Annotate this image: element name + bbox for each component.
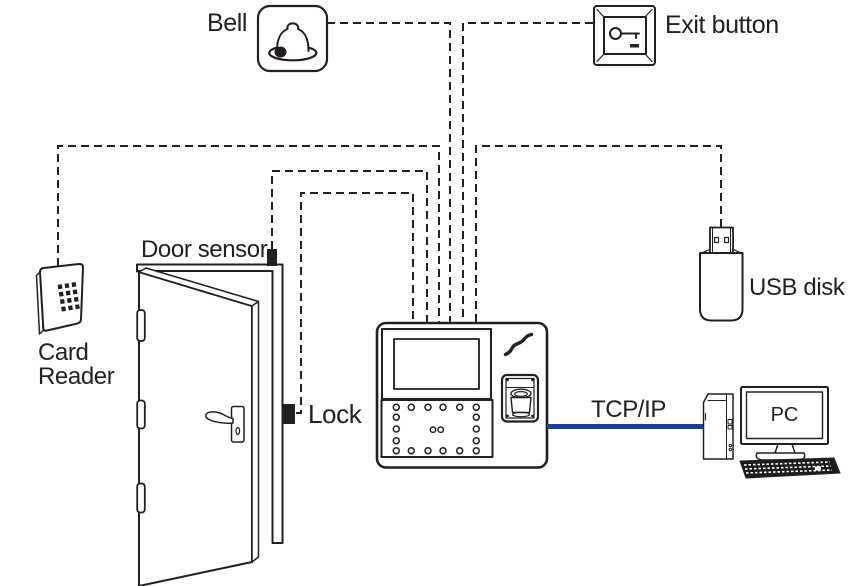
wire-bell [327, 22, 451, 322]
lock-icon [283, 404, 295, 424]
exit-button-icon [593, 5, 656, 66]
wire-lock [296, 192, 414, 414]
pc-label: PC [770, 404, 799, 426]
tcp-ip-label: TCP/IP [591, 396, 666, 423]
wire-exit-button [462, 22, 593, 322]
brand-logo-icon [503, 332, 534, 357]
terminal-keypad-panel [380, 399, 494, 458]
attendance-terminal-icon [375, 321, 549, 469]
wire-door-sensor [271, 170, 428, 322]
door-icon [136, 249, 295, 586]
card-reader-label: Card Reader [38, 341, 128, 389]
pc-icon [702, 386, 841, 479]
wire-card-reader [57, 145, 440, 322]
keypad-icon [57, 281, 80, 312]
card-reader-label-line1: Card [38, 339, 89, 366]
door-handle-icon [205, 405, 245, 443]
hinge-icon [136, 309, 146, 514]
terminal-screen [393, 338, 480, 390]
usb-disk-label: USB disk [749, 274, 845, 301]
bell-icon [256, 4, 329, 73]
pc-tower-icon [702, 393, 734, 460]
card-reader-icon [35, 262, 84, 335]
door-sensor-icon [267, 249, 277, 266]
bell-label: Bell [207, 9, 248, 37]
pc-keyboard-icon [739, 457, 841, 479]
fingerprint-sensor-icon [500, 373, 540, 423]
usb-disk-icon [699, 226, 744, 322]
wire-usb-disk [475, 145, 722, 322]
exit-button-label: Exit button [665, 11, 779, 39]
lock-label: Lock [308, 399, 362, 429]
key-icon [609, 27, 640, 48]
door-sensor-label: Door sensor [141, 236, 268, 263]
card-reader-label-line2: Reader [38, 363, 115, 390]
terminal-keypad [392, 403, 481, 455]
